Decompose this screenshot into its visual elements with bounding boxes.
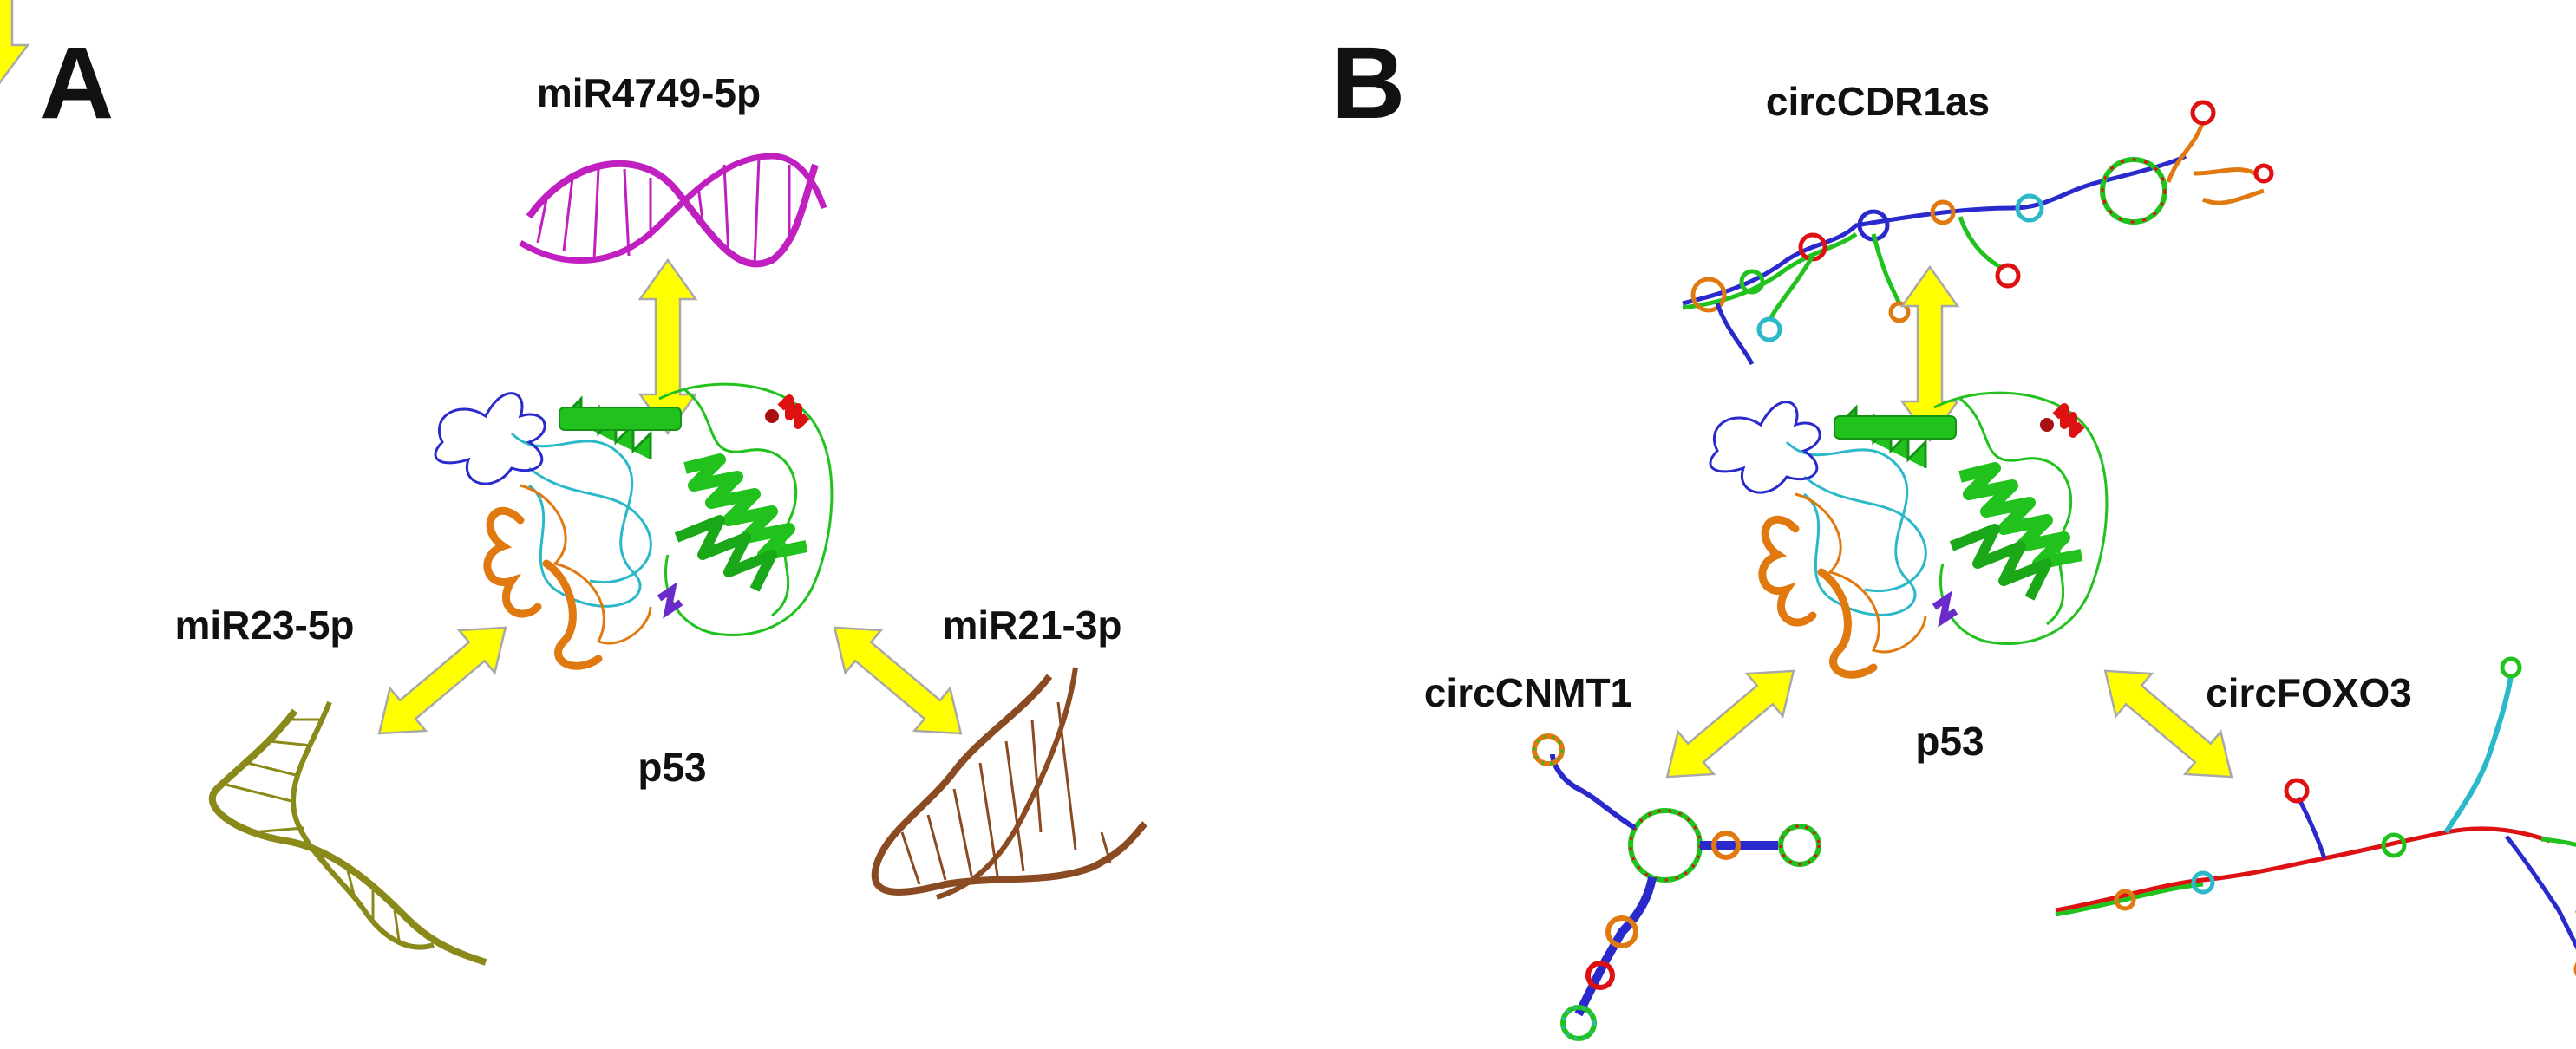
interaction-arrow-right-b xyxy=(2086,648,2251,799)
p53-protein-b xyxy=(1710,393,2107,674)
p53-label-a: p53 xyxy=(637,745,707,790)
mirna-left-structure-icon xyxy=(208,700,487,966)
interaction-arrow-top-b xyxy=(1900,265,1959,442)
interaction-arrow-left-b xyxy=(1648,648,1813,799)
p53-protein-a xyxy=(435,384,832,666)
circrna-top-structure-icon xyxy=(1682,100,2274,366)
circrna-right-label: circFOXO3 xyxy=(2206,670,2412,715)
circrna-left-structure-icon xyxy=(1532,733,1821,1041)
circrna-left-label: circCNMT1 xyxy=(1423,670,1633,715)
mirna-left-label: miR23-5p xyxy=(174,603,355,648)
mirna-right-label: miR21-3p xyxy=(942,603,1122,648)
mirna-right-structure-icon xyxy=(871,667,1147,900)
interaction-arrow-left-a xyxy=(360,605,525,756)
mirna-top-label: miR4749-5p xyxy=(536,70,762,115)
p53-label-b: p53 xyxy=(1915,719,1984,764)
mirna-top-structure-icon xyxy=(519,153,827,268)
panel-b-letter: B xyxy=(1331,26,1406,140)
interaction-arrow-right-a xyxy=(0,0,29,84)
circrna-top-label: circCDR1as xyxy=(1765,79,1991,124)
panel-a-letter: A xyxy=(40,26,114,140)
circrna-right-structure-icon xyxy=(2055,656,2576,977)
